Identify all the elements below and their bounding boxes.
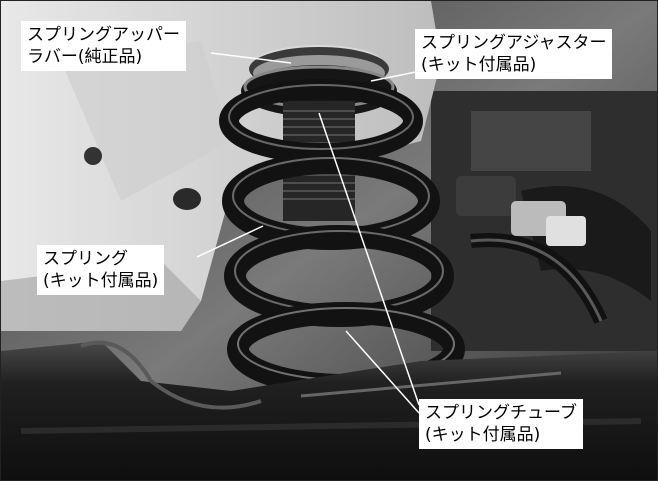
panel-hole xyxy=(84,147,102,165)
panel-hole-large xyxy=(173,188,201,210)
callout-spring: スプリング (キット付属品) xyxy=(37,245,165,295)
callout-upper-line2: ラバー(純正品) xyxy=(27,47,143,67)
callout-upper-rubber: スプリングアッパー ラバー(純正品) xyxy=(21,21,186,71)
callout-tube-line2: (キット付属品) xyxy=(425,425,541,445)
callout-tube-line1: スプリングチューブ xyxy=(425,403,577,423)
callout-spring-tube: スプリングチューブ (キット付属品) xyxy=(419,399,583,449)
callout-spring-adjuster: スプリングアジャスター (キット付属品) xyxy=(415,29,613,79)
callout-spring-line2: (キット付属品) xyxy=(43,271,159,291)
callout-spring-line1: スプリング xyxy=(43,249,128,269)
callout-adjuster-line1: スプリングアジャスター xyxy=(421,33,607,53)
callout-adjuster-line2: (キット付属品) xyxy=(421,55,537,75)
callout-upper-line1: スプリングアッパー xyxy=(27,25,180,45)
